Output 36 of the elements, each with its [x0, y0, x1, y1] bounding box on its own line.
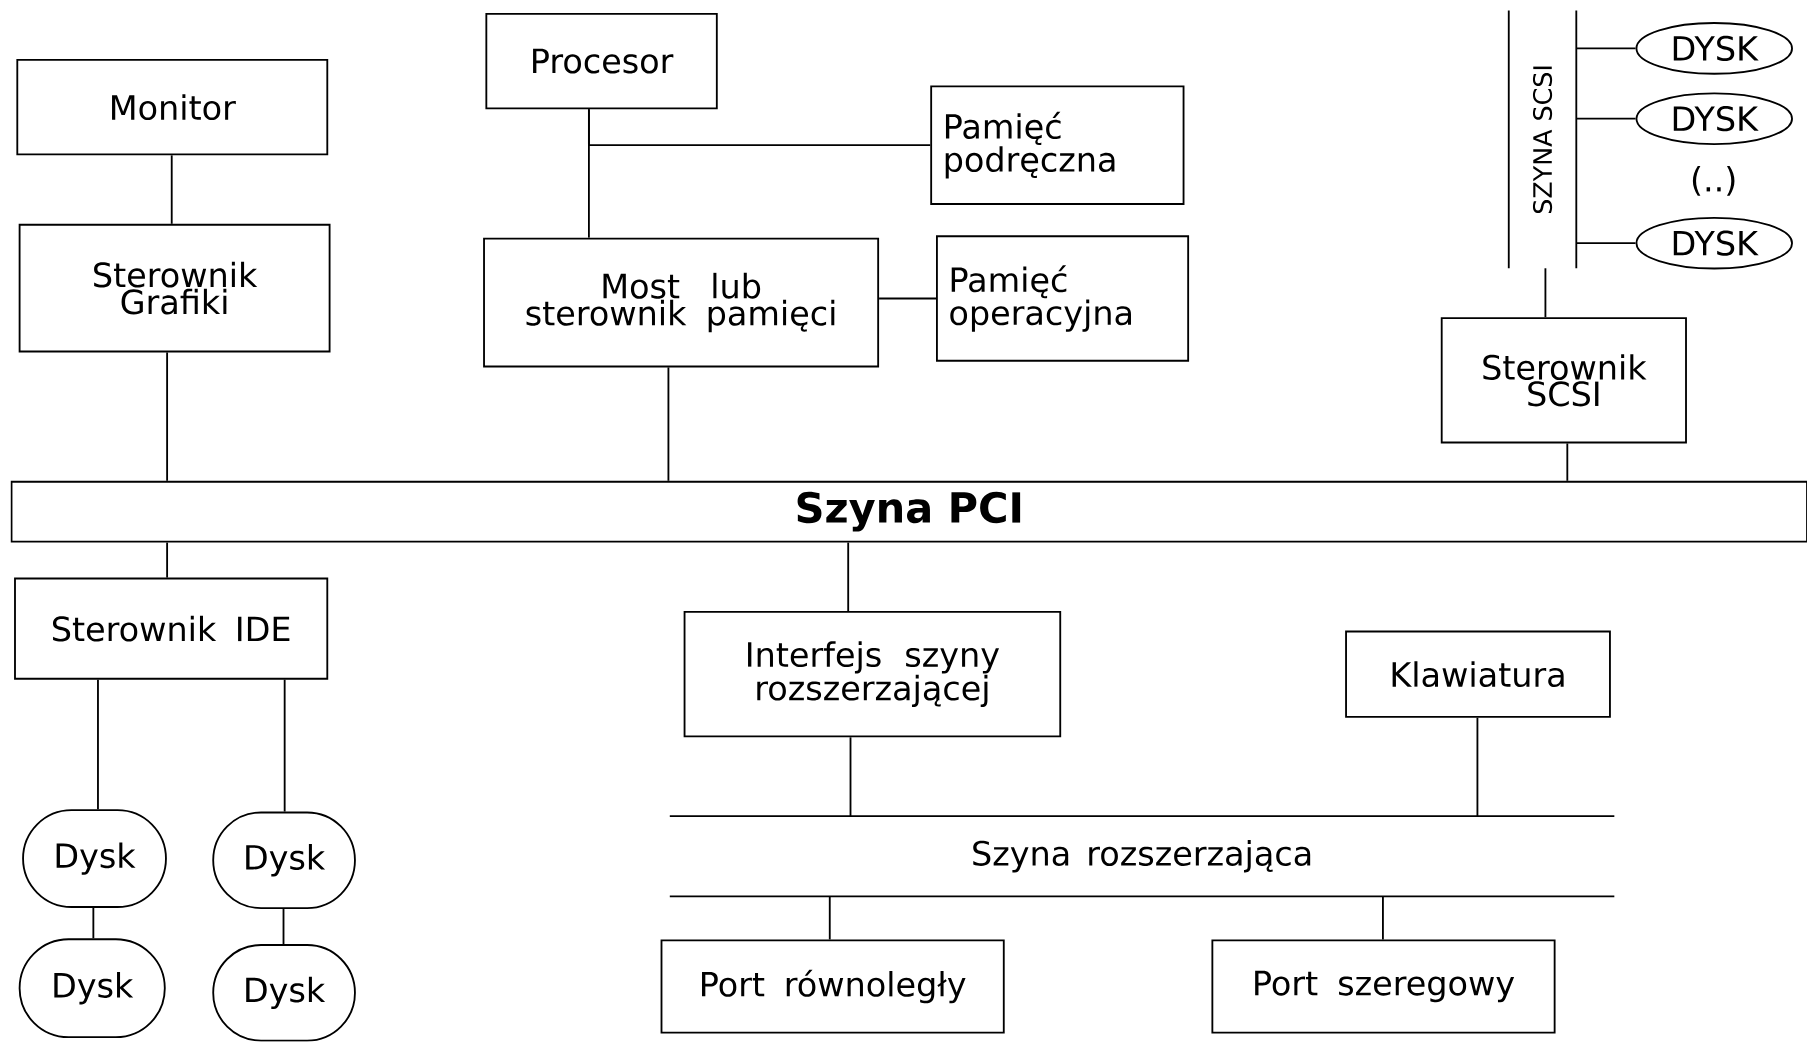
- connector-line: [166, 351, 169, 482]
- component-box: Sterownik IDE: [14, 577, 329, 680]
- connector-line: [282, 908, 285, 946]
- connector-line: [1575, 117, 1637, 120]
- component-box: Interfejs szyny rozszerzającej: [683, 611, 1062, 738]
- component-box: Pamięć operacyjna: [936, 235, 1190, 362]
- component-box: Monitor: [16, 59, 329, 156]
- connector-line: [92, 907, 95, 940]
- component-box: Port szeregowy: [1211, 939, 1556, 1034]
- component-box: Most lub sterownik pamięci: [483, 237, 880, 368]
- bus-bar: Szyna PCI: [10, 480, 1807, 543]
- connector-line: [1566, 442, 1569, 482]
- connector-line: [166, 541, 169, 579]
- connector-line: [849, 736, 852, 818]
- component-box: Sterownik Grafiki: [18, 223, 331, 353]
- ellipsis-label: (..): [1692, 166, 1735, 196]
- connector-line: [170, 154, 173, 225]
- connector-line: [1476, 716, 1479, 818]
- connector-line: [1382, 895, 1384, 941]
- component-box: Sterownik SCSI: [1440, 317, 1687, 444]
- connector-line: [588, 108, 932, 147]
- connector-line: [667, 366, 670, 482]
- connector-line: [283, 678, 286, 813]
- connector-line: [1575, 47, 1637, 50]
- component-box: Klawiatura: [1345, 630, 1611, 718]
- connector-line: [1575, 242, 1637, 245]
- connector-line: [878, 297, 937, 300]
- component-box: Port równoległy: [660, 939, 1005, 1034]
- component-box: Pamięć podręczna: [930, 85, 1185, 205]
- connector-line: [828, 895, 831, 941]
- bus-line: SZYNA SCSI: [1507, 9, 1578, 270]
- component-box: Procesor: [485, 13, 718, 110]
- connector-line: [1544, 267, 1547, 319]
- bus-line: Szyna rozszerzająca: [668, 815, 1616, 898]
- connector-line: [97, 678, 99, 811]
- connector-line: [847, 541, 850, 613]
